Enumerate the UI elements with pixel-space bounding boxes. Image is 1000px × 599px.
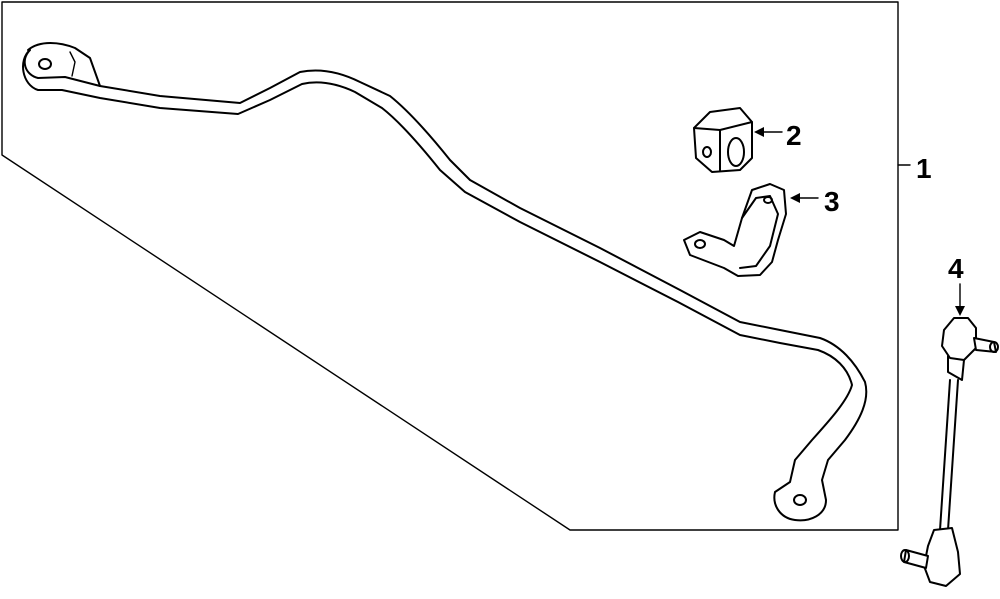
stabilizer-link-icon (900, 317, 999, 587)
callout-4-label: 4 (948, 253, 964, 284)
stabilizer-bar-icon (22, 42, 868, 522)
bushing-bracket-icon (683, 183, 787, 277)
assembly-frame (1, 1, 899, 531)
callout-2-label: 2 (786, 120, 802, 151)
callout-3-label: 3 (824, 186, 840, 217)
callout-1-label: 1 (916, 153, 932, 184)
bushing-icon (693, 107, 753, 173)
callout-4-arrow (955, 306, 965, 316)
callout-2-arrow (754, 127, 764, 137)
callout-3-arrow (790, 193, 800, 203)
